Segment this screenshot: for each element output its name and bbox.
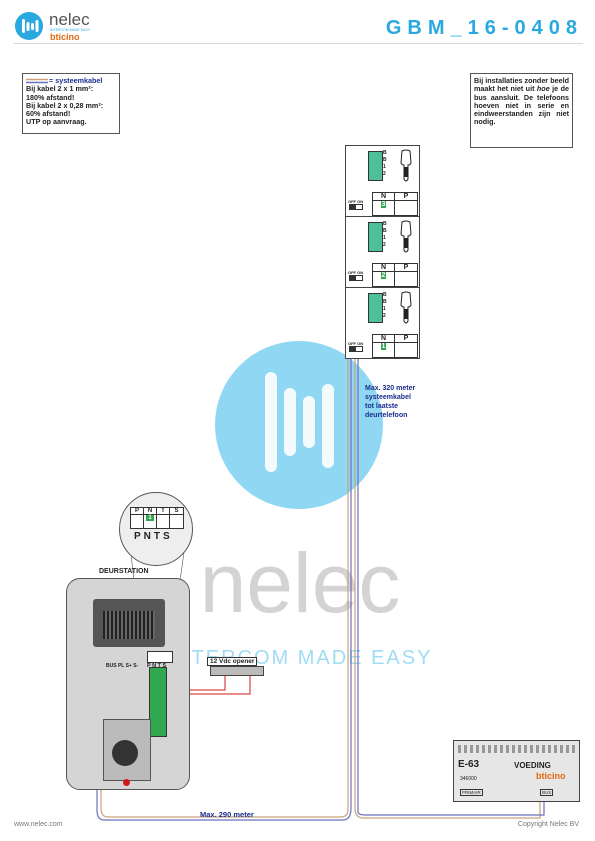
horizontal-distance-label: Max. 290 meter (200, 810, 254, 819)
system-cable (96, 145, 352, 821)
phone-config-table: N P 3 (372, 192, 418, 216)
partner-logo: bticino (50, 32, 80, 42)
brand-logo: nelec INTERCOM MADE EASY bticino (14, 10, 124, 43)
bus-note-text: je de bus aansluit. De telefoons hoeven … (474, 84, 569, 127)
cable-note-line: Bij kabel 2 x 0,28 mm²: (26, 100, 104, 110)
phone-n-value: 3 (380, 201, 387, 208)
distance-line: systeemkabel (365, 394, 411, 401)
phone-terminal-block (368, 293, 383, 323)
phone-n-value: 2 (380, 272, 387, 279)
cable-legend-icon (26, 78, 48, 84)
phone-terminal-block (368, 151, 383, 181)
phone-terminal-block (368, 222, 383, 252)
footer-website[interactable]: www.nelec.com (14, 821, 63, 828)
bus-note-text: Bij installaties zonder beeld maakt het … (474, 76, 569, 94)
distance-line: Max. 320 meter (365, 385, 416, 392)
handset-icon (400, 220, 412, 253)
camera-module (103, 719, 151, 781)
speaker-panel (93, 599, 165, 647)
system-cable (354, 145, 541, 819)
psu-top-strip (458, 745, 575, 753)
phone-config-table: N P 2 (372, 263, 418, 287)
phone-switch (349, 204, 363, 210)
zoom-labels: PNTS (134, 531, 173, 542)
brand-tagline: INTERCOM MADE EASY (50, 28, 91, 32)
psu-primair: PRIMAIR (460, 789, 483, 796)
vertical-distance-label: Max. 320 meter systeemkabel tot laatste … (365, 384, 415, 420)
phone-switch-label: OFF ON (348, 341, 364, 346)
doc-code: GBM_16-0408 (385, 17, 583, 39)
bus-note-emph: hoe (536, 84, 550, 94)
phone-switch (349, 275, 363, 281)
distance-line: deurtelefoon (365, 412, 408, 419)
dip-switch (147, 651, 173, 663)
camera-lens-icon (112, 740, 138, 766)
zoom-value: 1 (146, 515, 154, 521)
opener-label: 12 Vdc opener (207, 657, 258, 666)
bus-note: Bij installaties zonder beeld maakt het … (470, 73, 573, 148)
speaker-grille (103, 611, 155, 639)
header-rule (14, 43, 583, 44)
brand-name: nelec (49, 10, 90, 29)
terminal-labels-right: P N T S (147, 663, 167, 669)
cable-legend: = systeemkabel (26, 76, 116, 85)
cable-note-line: Bij kabel 2 x 1 mm²: (26, 84, 94, 94)
system-cable (100, 145, 349, 818)
cable-note-line: UTP op aanvraag. (26, 117, 87, 127)
brand-logo-icon (15, 12, 43, 40)
cable-note-line: 180% afstand! (26, 92, 75, 102)
psu-bus: BUS (540, 789, 554, 796)
psu-name: VOEDING (514, 761, 551, 770)
handset-icon (400, 291, 412, 324)
phone-n-value: 1 (380, 343, 387, 350)
circuit-strip (149, 667, 167, 737)
phone-switch-label: OFF ON (348, 199, 364, 204)
system-cable (357, 145, 545, 816)
cable-note: = systeemkabel Bij kabel 2 x 1 mm²: 180%… (22, 73, 120, 134)
phone-config-table: N P 1 (372, 334, 418, 358)
terminal-labels: BUS PL S+ S- (106, 663, 139, 669)
footer-copyright: Copyright Nelec BV (517, 821, 579, 828)
door-opener (210, 666, 264, 676)
psu-brand: bticino (536, 771, 566, 781)
distance-line: tot laatste (365, 403, 399, 410)
door-station: BUS PL S+ S- P N T S (66, 578, 190, 790)
door-station-label: DEURSTATION (99, 568, 149, 575)
power-supply: E-63 VOEDING 346000 bticino PRIMAIR BUS (453, 740, 580, 802)
watermark-logo-bars (265, 372, 334, 472)
cable-note-line: 60% afstand! (26, 109, 71, 119)
psu-model: E-63 (458, 759, 480, 770)
led-indicator (123, 779, 130, 786)
phone-switch-label: OFF ON (348, 270, 364, 275)
watermark-circle (215, 341, 383, 509)
config-zoom: P N T S 1 PNTS (119, 492, 193, 566)
cable-legend-label: = systeemkabel (49, 76, 103, 85)
watermark-word: nelec (200, 536, 401, 630)
phone-switch (349, 346, 363, 352)
psu-code: 346000 (460, 776, 477, 782)
zoom-table: P N T S 1 (130, 507, 184, 529)
handset-icon (400, 149, 412, 182)
